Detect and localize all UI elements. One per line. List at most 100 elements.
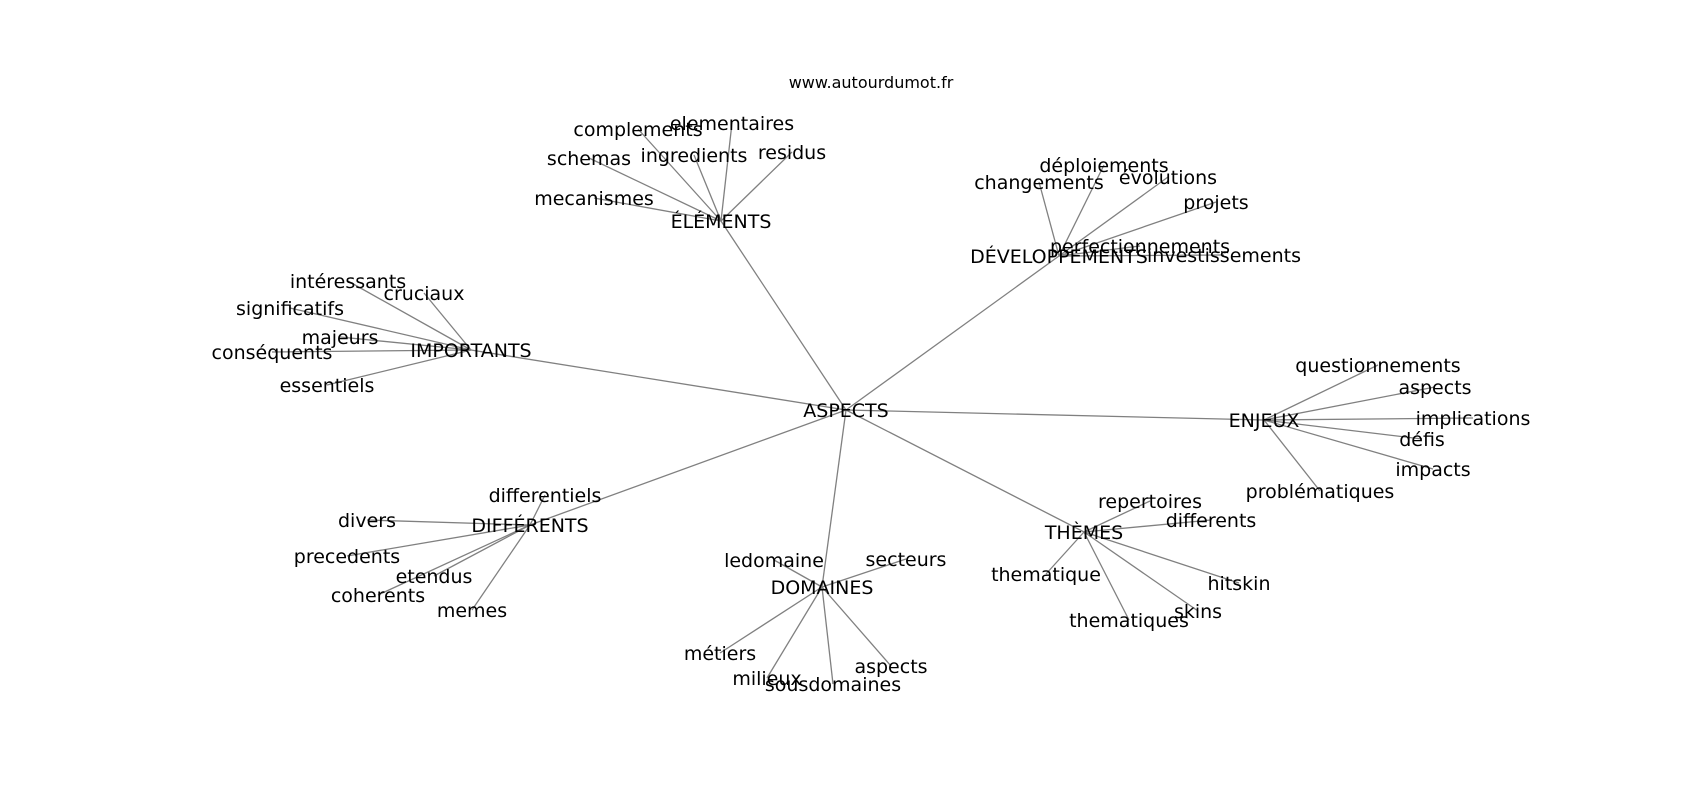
node-hub-domaines: DOMAINES: [771, 577, 874, 599]
node-leaf-skins: skins: [1174, 601, 1222, 623]
node-leaf-milieux: milieux: [732, 668, 801, 690]
edge-center-differents: [529, 409, 847, 526]
node-leaf-essentiels: essentiels: [280, 375, 375, 397]
node-leaf-mecanismes: mecanismes: [534, 188, 654, 210]
node-leaf-consequents: conséquents: [212, 342, 333, 364]
edge-elements-complements: [637, 128, 722, 222]
edge-themes-thematique: [1045, 531, 1085, 575]
edge-differents-coherents: [377, 524, 531, 596]
edge-differents-etendus: [433, 524, 531, 577]
node-leaf-implications: implications: [1416, 408, 1531, 430]
node-leaf-thematiques: thematiques: [1069, 610, 1189, 632]
node-leaf-metiers: métiers: [684, 643, 756, 665]
edge-enjeux-implications: [1263, 417, 1474, 421]
node-leaf-divers: divers: [338, 510, 396, 532]
edge-domaines-aspects: [821, 586, 892, 667]
edge-enjeux-aspects: [1263, 386, 1436, 421]
node-hub-elements: ÉLÉMENTS: [671, 210, 772, 233]
node-leaf-schemas: schemas: [547, 148, 631, 170]
edge-enjeux-impacts: [1263, 419, 1434, 470]
edge-enjeux-problematiques: [1263, 419, 1321, 492]
node-hub-developpements: DÉVELOPPEMENTS: [970, 245, 1148, 268]
node-leaf-coherents: coherents: [331, 585, 425, 607]
edge-importants-interessants: [347, 280, 472, 351]
node-leaf-changements: changements: [974, 172, 1104, 194]
node-hub-differents: DIFFÉRENTS: [471, 514, 588, 537]
edge-center-importants: [470, 349, 847, 411]
node-leaf-defis: défis: [1399, 429, 1445, 451]
edge-developpements-changements: [1038, 181, 1060, 257]
node-leaf-ledomaine: ledomaine: [724, 550, 824, 572]
node-leaf-significatifs: significatifs: [236, 298, 344, 320]
edge-themes-skins: [1083, 531, 1199, 612]
edge-importants-essentiels: [326, 349, 472, 386]
edge-enjeux-questionnements: [1263, 364, 1379, 421]
node-leaf-interessants: intéressants: [290, 271, 406, 293]
edge-importants-significatifs: [289, 307, 472, 351]
node-leaf-cruciaux: cruciaux: [384, 283, 465, 305]
edge-developpements-perfectionnements: [1058, 245, 1141, 257]
edge-elements-residus: [720, 151, 793, 222]
node-leaf-ingredients: ingredients: [641, 145, 748, 167]
node-leaf-residus: residus: [758, 142, 826, 164]
edge-elements-mecanismes: [593, 197, 722, 222]
node-leaf-deploiements: déploiements: [1039, 155, 1168, 177]
node-leaf-elementaires: elementaires: [670, 113, 794, 135]
node-hub-enjeux: ENJEUX: [1229, 410, 1300, 432]
node-leaf-hitskin: hitskin: [1208, 573, 1271, 595]
edge-themes-differents: [1083, 519, 1212, 533]
node-leaf-memes: memes: [437, 600, 507, 622]
edge-importants-cruciaux: [423, 292, 472, 351]
edge-themes-repertoires: [1083, 500, 1151, 533]
node-leaf-secteurs: secteurs: [866, 549, 947, 571]
edge-center-elements: [720, 220, 847, 411]
node-leaf-repertoires: repertoires: [1098, 491, 1202, 513]
edge-differents-divers: [366, 519, 531, 526]
node-hub-themes: THÈMES: [1044, 521, 1123, 544]
node-leaf-investissements: investissements: [1147, 245, 1301, 267]
edge-differents-memes: [471, 524, 531, 611]
edge-importants-majeurs: [339, 336, 472, 351]
node-leaf-majeurs: majeurs: [302, 327, 379, 349]
node-leaf-projets: projets: [1183, 192, 1248, 214]
edge-themes-thematiques: [1083, 531, 1130, 621]
node-leaf-impacts: impacts: [1395, 459, 1470, 481]
node-leaf-precedents: precedents: [294, 546, 400, 568]
edge-developpements-investissements: [1058, 254, 1225, 257]
edge-domaines-secteurs: [821, 558, 907, 588]
edge-center-developpements: [845, 255, 1060, 411]
edge-center-themes: [845, 409, 1085, 533]
node-hub-importants: IMPORTANTS: [410, 340, 531, 362]
node-leaf-etendus: etendus: [396, 566, 473, 588]
node-leaf-sousdomaines: sousdomaines: [765, 674, 901, 696]
edge-domaines-metiers: [719, 586, 823, 654]
edge-developpements-projets: [1058, 201, 1217, 257]
node-leaf-aspects: aspects: [854, 656, 927, 678]
node-leaf-differentiels: differentiels: [489, 485, 602, 507]
edge-importants-consequents: [271, 349, 472, 353]
edge-domaines-milieux: [766, 586, 823, 679]
node-leaf-differents: differents: [1166, 510, 1257, 532]
edge-center-enjeux: [845, 409, 1265, 421]
edge-developpements-deploiements: [1058, 164, 1105, 257]
graph-edges: [271, 122, 1474, 685]
edge-center-domaines: [821, 409, 847, 588]
edge-elements-schemas: [588, 157, 722, 222]
edge-enjeux-defis: [1263, 419, 1423, 440]
node-center: ASPECTS: [803, 400, 888, 422]
node-leaf-aspects: aspects: [1398, 377, 1471, 399]
node-leaf-questionnements: questionnements: [1295, 355, 1460, 377]
node-leaf-thematique: thematique: [991, 564, 1101, 586]
edge-themes-hitskin: [1083, 531, 1240, 584]
node-leaf-evolutions: évolutions: [1119, 167, 1217, 189]
edge-developpements-evolutions: [1058, 176, 1169, 257]
node-leaf-problematiques: problématiques: [1246, 481, 1395, 503]
node-leaf-complements: complements: [573, 119, 702, 141]
site-title: www.autourdumot.fr: [789, 73, 954, 92]
edge-domaines-sousdomaines: [821, 586, 834, 685]
node-leaf-perfectionnements: perfectionnements: [1050, 236, 1230, 258]
edge-differents-precedents: [346, 524, 531, 557]
edge-domaines-ledomaine: [773, 559, 823, 588]
